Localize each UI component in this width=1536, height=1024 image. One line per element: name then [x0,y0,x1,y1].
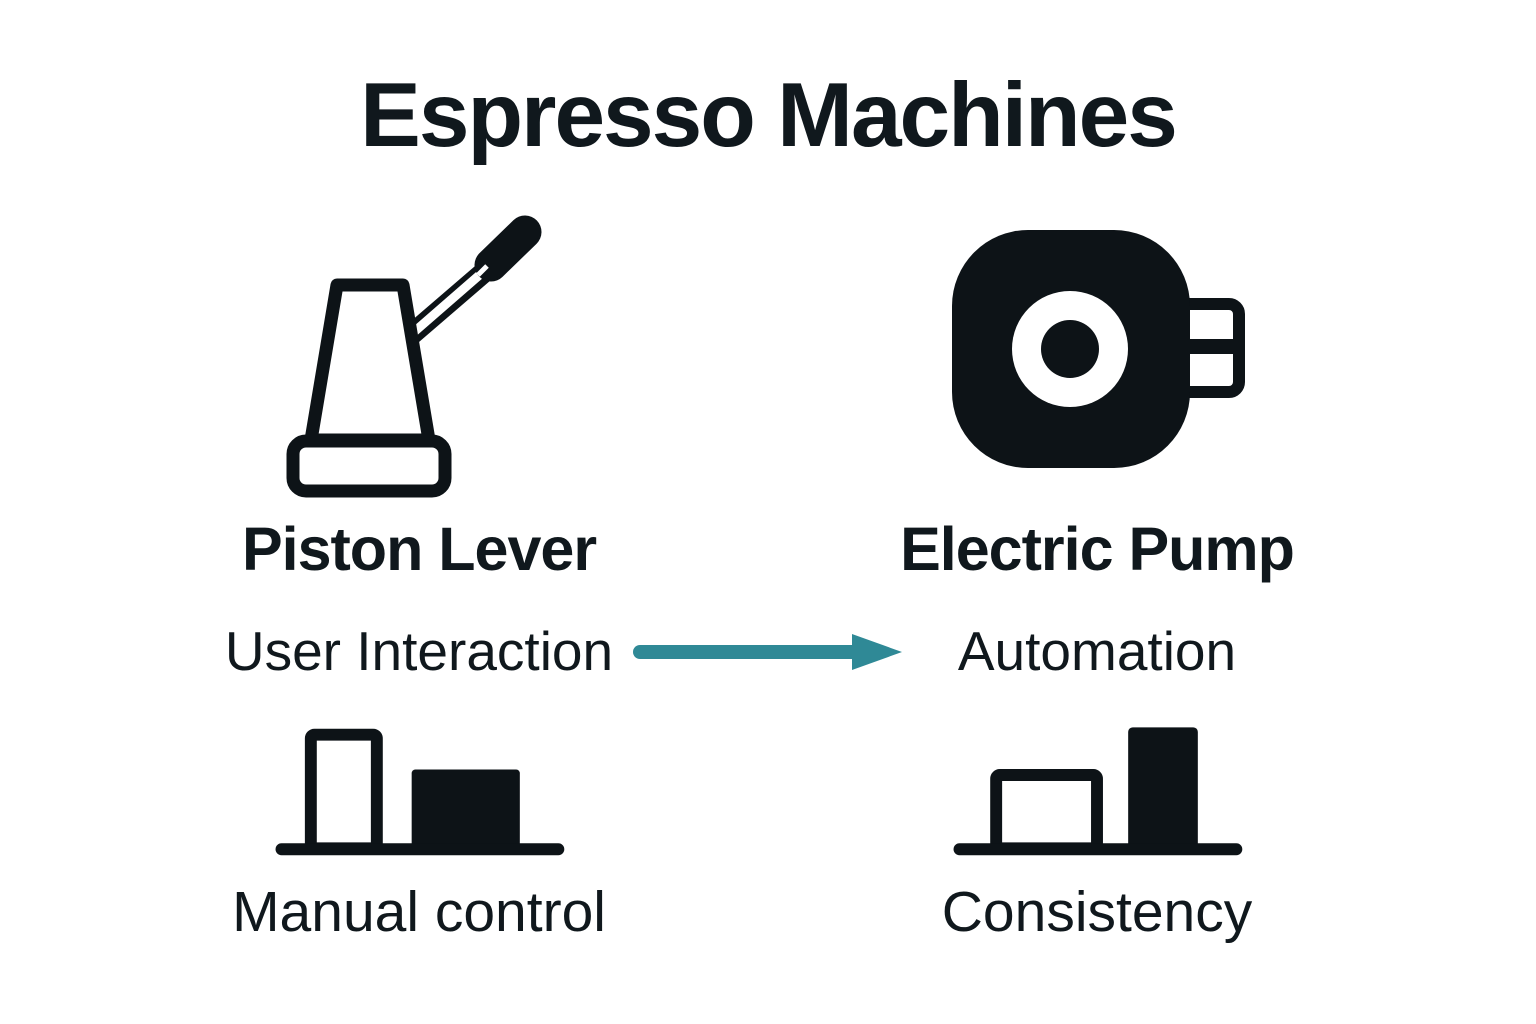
right-icon-cell [758,203,1436,503]
page-title: Espresso Machines [360,65,1178,166]
left-bar-cell [80,709,758,874]
icons-row [0,203,1536,503]
left-dimension-label: User Interaction [224,620,614,682]
right-machine-name: Electric Pump [900,515,1295,583]
bar-icons-row [0,709,1536,874]
left-metric-label: Manual control [232,880,606,944]
right-dimension-label: Automation [957,620,1237,682]
names-row: Piston Lever Electric Pump [0,519,1536,580]
lever-machine-icon [286,215,542,498]
transition-arrow-icon [632,630,904,674]
bar-chart-consistency-icon [953,727,1243,856]
right-bar-cell [758,709,1436,874]
dimension-row: User Interaction Automation [0,624,1536,679]
left-icon-cell [80,203,758,503]
electric-pump-icon [952,230,1245,468]
metric-labels-row: Manual control Consistency [0,884,1536,941]
bar-chart-manual-icon [275,728,565,856]
right-metric-label: Consistency [941,880,1253,944]
left-machine-name: Piston Lever [241,515,597,583]
